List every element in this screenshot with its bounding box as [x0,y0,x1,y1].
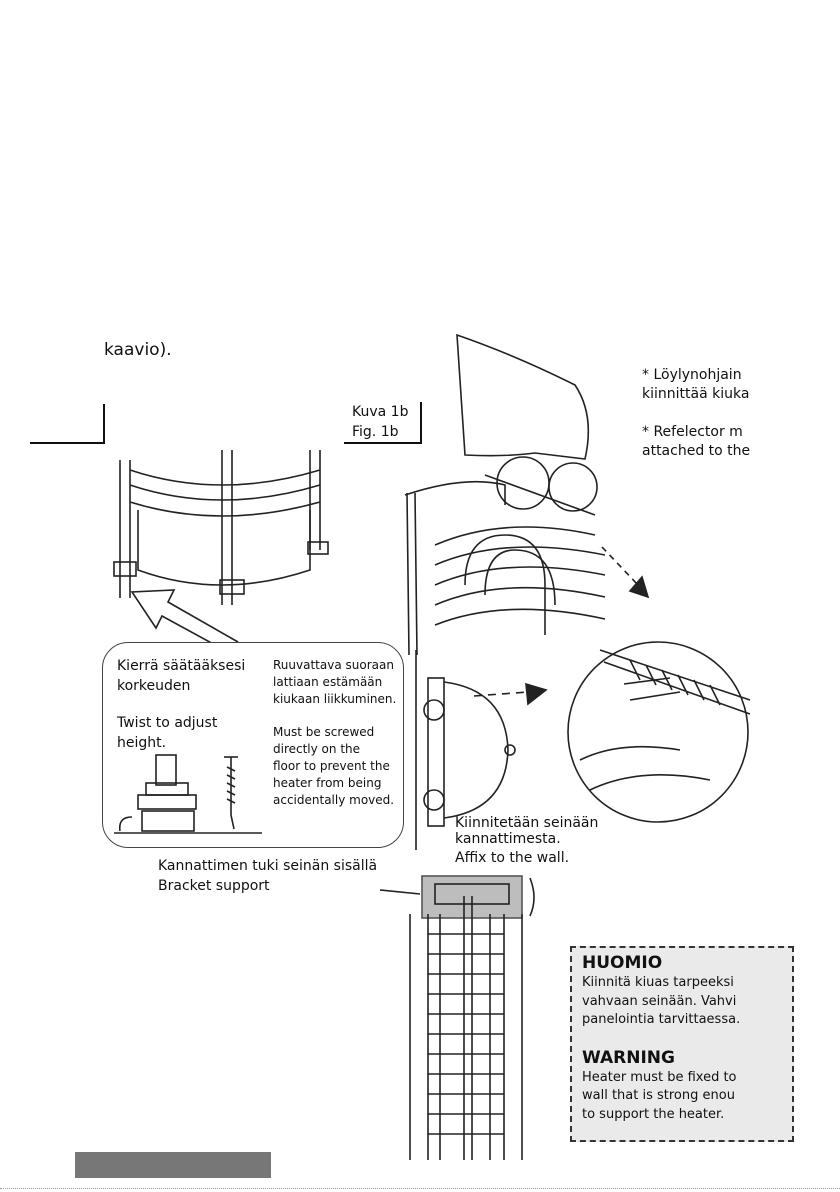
wall-note-en: Affix to the wall. [455,850,570,866]
notice-en-line-3: to support the heater. [582,1106,725,1122]
twist-fi-1: Kierrä säätääksesi [117,658,246,674]
wall-note-fi-2: kannattimesta. [455,831,561,847]
footer-bar [75,1152,271,1178]
foot-arrow-icon [130,589,239,653]
twist-en-2: height. [117,735,167,751]
reflector-note-fi-1: * Löylynohjain [642,367,742,383]
wall-note-fi-1: Kiinnitetään seinään [455,815,599,831]
heater-front-illustration [113,450,329,605]
reflector-note-en-1: * Refelector m [642,424,743,440]
intro-text: kaavio). [104,340,172,360]
twist-fi-2: korkeuden [117,678,191,694]
wall-mount-illustration [415,650,516,850]
screw-en-1: Must be screwed [273,725,375,739]
screw-fi-1: Ruuvattava suoraan [273,658,394,672]
dashed-arrow-right-icon [473,682,548,706]
notice-fi-line-1: Kiinnitä kiuas tarpeeksi [582,975,734,990]
label-bracket-vertical [103,404,105,444]
warning-notice-box: HUOMIO Kiinnitä kiuas tarpeeksi vahvaan … [570,946,794,1142]
bracket-detail-illustration [567,641,751,823]
notice-en-line-1: Heater must be fixed to [582,1069,737,1085]
reflector-note-en-2: attached to the [642,443,751,459]
bracket-note-fi: Kannattimen tuki seinän sisällä [158,858,378,874]
figure-label-en: Fig. 1b [352,424,399,440]
notice-en-line-2: wall that is strong enou [582,1088,735,1103]
adjustment-callout [102,642,404,848]
figure-label-fi: Kuva 1b [352,404,409,420]
figure-label-vline [420,402,422,444]
screw-fi-2: lattiaan estämään [273,675,383,689]
label-bracket-horizontal [30,442,105,444]
screw-en-4: heater from being [273,776,382,790]
reflector-note-fi-2: kiinnittää kiuka [642,386,750,402]
figure-label: Kuva 1b Fig. 1b [344,402,422,444]
reflector-heater-illustration [404,333,606,656]
screw-fi-3: kiukaan liikkuminen. [273,692,397,706]
twist-en-1: Twist to adjust [117,715,218,731]
notice-fi-line-2: vahvaan seinään. Vahvi [582,993,737,1009]
screw-icon [224,756,238,830]
screw-en-5: accidentally moved. [273,793,395,807]
dashed-arrow-right-down-icon [601,546,650,599]
bottom-dotted-rule [0,1188,840,1189]
figure-label-hline [344,442,422,444]
screw-en-3: floor to prevent the [273,759,390,773]
notice-title-en: WARNING [582,1047,675,1068]
heater-wall-front-illustration [379,875,535,1160]
notice-fi-line-3: panelointia tarvittaessa. [582,1012,741,1027]
screw-en-2: directly on the [273,742,361,756]
notice-title-fi: HUOMIO [582,953,663,973]
bracket-note-en: Bracket support [158,878,270,894]
adjustable-foot-illustration [114,754,262,834]
